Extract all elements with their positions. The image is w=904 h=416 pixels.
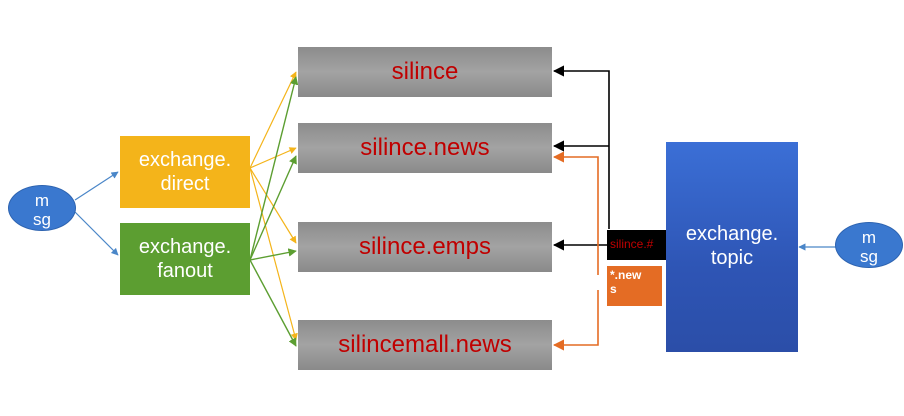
news-to-silincemall-news-arrow: [552, 290, 599, 351]
exchange-direct: exchange. direct: [120, 136, 250, 208]
binding-key-star-news-label: *.new s: [610, 268, 642, 296]
queue-silince: silince: [298, 47, 552, 97]
message-left-label: m sg: [33, 191, 51, 229]
news-to-silince-news-arrow: [552, 151, 599, 275]
fanout-to-silince-news-arrow: [249, 155, 297, 261]
queue-silince-news: silince.news: [298, 123, 552, 173]
queue-silince-emps-label: silince.emps: [358, 233, 492, 260]
queue-silince-label: silince: [391, 58, 459, 85]
fanout-to-silincemall-news-arrow: [249, 259, 297, 347]
queue-silince-news-label: silince.news: [360, 134, 490, 161]
queue-silince-emps: silince.emps: [298, 222, 552, 272]
direct-to-silince-news-arrow: [249, 147, 297, 169]
fanout-to-silince-arrow: [249, 76, 299, 261]
topic-to-silince-arrow: [552, 65, 610, 229]
msg-to-direct-arrow: [74, 171, 119, 201]
queue-silincemall-news: silincemall.news: [298, 320, 552, 370]
exchange-topic: exchange. topic: [666, 142, 798, 352]
message-right-label: m sg: [860, 228, 878, 266]
fanout-to-silince-emps-arrow: [249, 248, 297, 261]
binding-key-star-news: *.new s: [607, 266, 662, 306]
message-right: m sg: [835, 222, 903, 268]
exchange-fanout-label: exchange. fanout: [138, 236, 232, 282]
direct-to-silince-emps-arrow: [249, 167, 297, 244]
msg-to-fanout-arrow: [74, 211, 119, 256]
direct-to-silincemall-news-arrow: [249, 167, 298, 341]
exchange-topic-label: exchange. topic: [685, 223, 779, 269]
message-left: m sg: [8, 185, 76, 231]
exchange-direct-label: exchange. direct: [138, 149, 232, 195]
binding-key-silince-hash: silince.#: [607, 230, 666, 260]
direct-to-silince-arrow: [249, 71, 297, 169]
binding-key-silince-hash-label: silince.#: [610, 237, 654, 252]
queue-silincemall-news-label: silincemall.news: [338, 331, 512, 358]
exchange-fanout: exchange. fanout: [120, 223, 250, 295]
